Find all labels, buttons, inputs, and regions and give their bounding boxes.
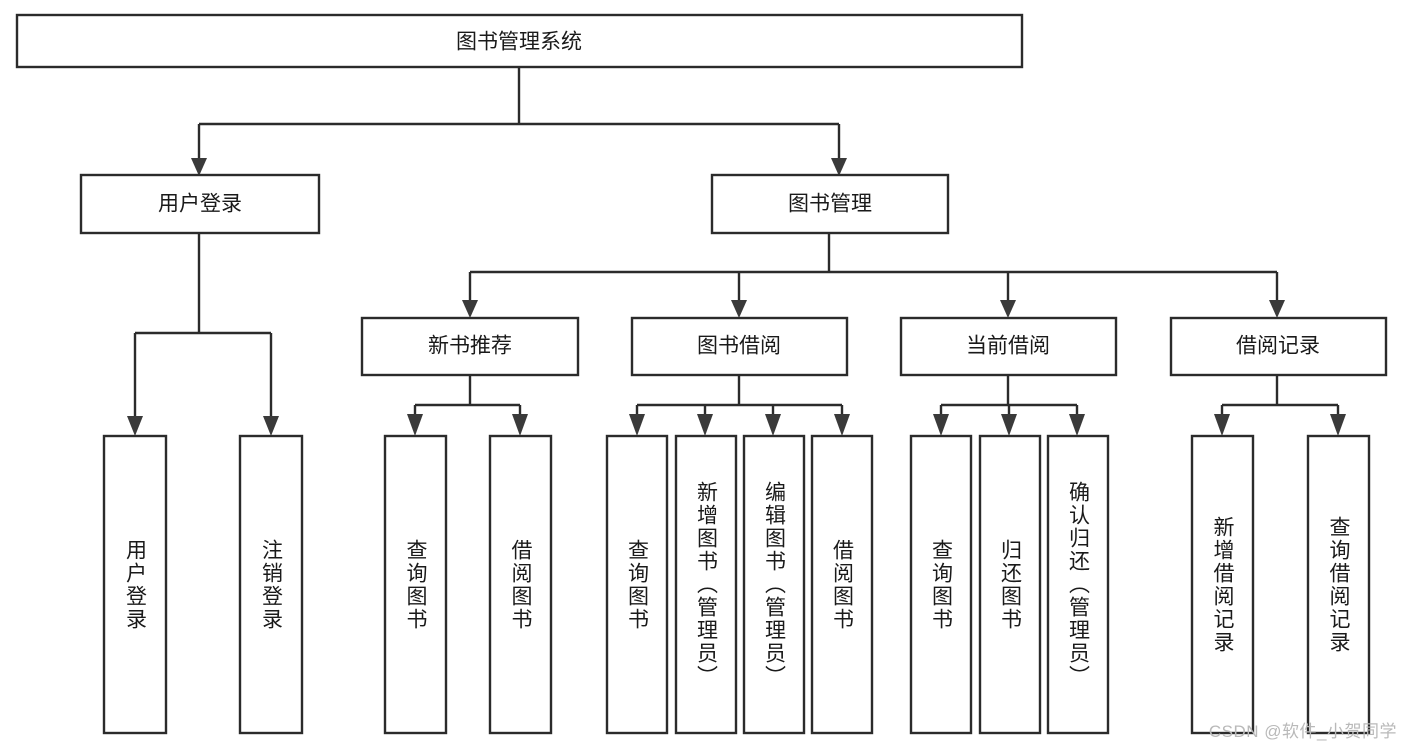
connector-group-book-manage [462,233,1285,318]
arrow-to-current-borrow-icon [1000,300,1016,318]
node-box-leaf-edit-book[interactable] [742,434,806,735]
node-label-new-book-recommend: 新书推荐 [428,335,512,358]
node-box-leaf-query-book-3[interactable] [909,434,973,735]
node-box-current-borrow[interactable] [899,316,1118,377]
node-box-leaf-borrow-book-2[interactable] [810,434,874,735]
node-box-leaf-confirm-return[interactable] [1046,434,1110,735]
connector-group-new-book-recommend [407,375,528,436]
node-label-borrow-record: 借阅记录 [1236,335,1320,358]
arrow-leaf-user-login-icon [127,416,143,436]
node-label-root: 图书管理系统 [456,31,582,54]
arrow-leaf-logout-icon [263,416,279,436]
arrow-leaf-confirm-return-icon [1069,414,1085,436]
node-box-book-borrow[interactable] [630,316,849,377]
node-label-book-borrow: 图书借阅 [697,335,781,358]
connector-group-borrow-record [1214,375,1346,436]
arrow-leaf-edit-book-icon [765,414,781,436]
arrow-to-book-manage-icon [831,158,847,176]
arrow-leaf-borrow-book-1-icon [512,414,528,436]
arrow-leaf-add-record-icon [1214,414,1230,436]
node-box-borrow-record[interactable] [1169,316,1388,377]
node-label-user-login: 用户登录 [158,193,242,216]
arrow-to-new-book-recommend-icon [462,300,478,318]
node-box-leaf-query-record[interactable] [1306,434,1371,735]
arrow-leaf-query-book-1-icon [407,414,423,436]
connector-group-root [191,67,847,176]
node-box-leaf-add-book[interactable] [674,434,738,735]
node-box-leaf-query-book-2[interactable] [605,434,669,735]
node-box-book-manage[interactable] [710,173,950,235]
arrow-leaf-add-book-icon [697,414,713,436]
arrow-to-user-login-icon [191,158,207,176]
csdn-watermark: CSDN @软件_小贺同学 [1208,722,1397,741]
arrow-leaf-query-book-3-icon [933,414,949,436]
node-box-root[interactable] [15,13,1024,69]
node-box-leaf-return-book[interactable] [978,434,1042,735]
node-box-user-login[interactable] [79,173,321,235]
arrow-to-borrow-record-icon [1269,300,1285,318]
arrow-leaf-borrow-book-2-icon [834,414,850,436]
arrow-leaf-query-record-icon [1330,414,1346,436]
node-label-book-manage: 图书管理 [788,193,872,216]
node-box-leaf-user-login[interactable] [102,434,168,735]
connector-group-current-borrow [933,375,1085,436]
node-label-current-borrow: 当前借阅 [966,335,1050,358]
node-box-leaf-borrow-book-1[interactable] [488,434,553,735]
arrow-to-book-borrow-icon [731,300,747,318]
node-box-new-book-recommend[interactable] [360,316,580,377]
node-box-leaf-query-book-1[interactable] [383,434,448,735]
connector-group-user-login [127,233,279,436]
arrow-leaf-query-book-2-icon [629,414,645,436]
node-box-leaf-logout[interactable] [238,434,304,735]
arrow-leaf-return-book-icon [1001,414,1017,436]
connector-group-book-borrow [629,375,850,436]
node-box-leaf-add-record[interactable] [1190,434,1255,735]
